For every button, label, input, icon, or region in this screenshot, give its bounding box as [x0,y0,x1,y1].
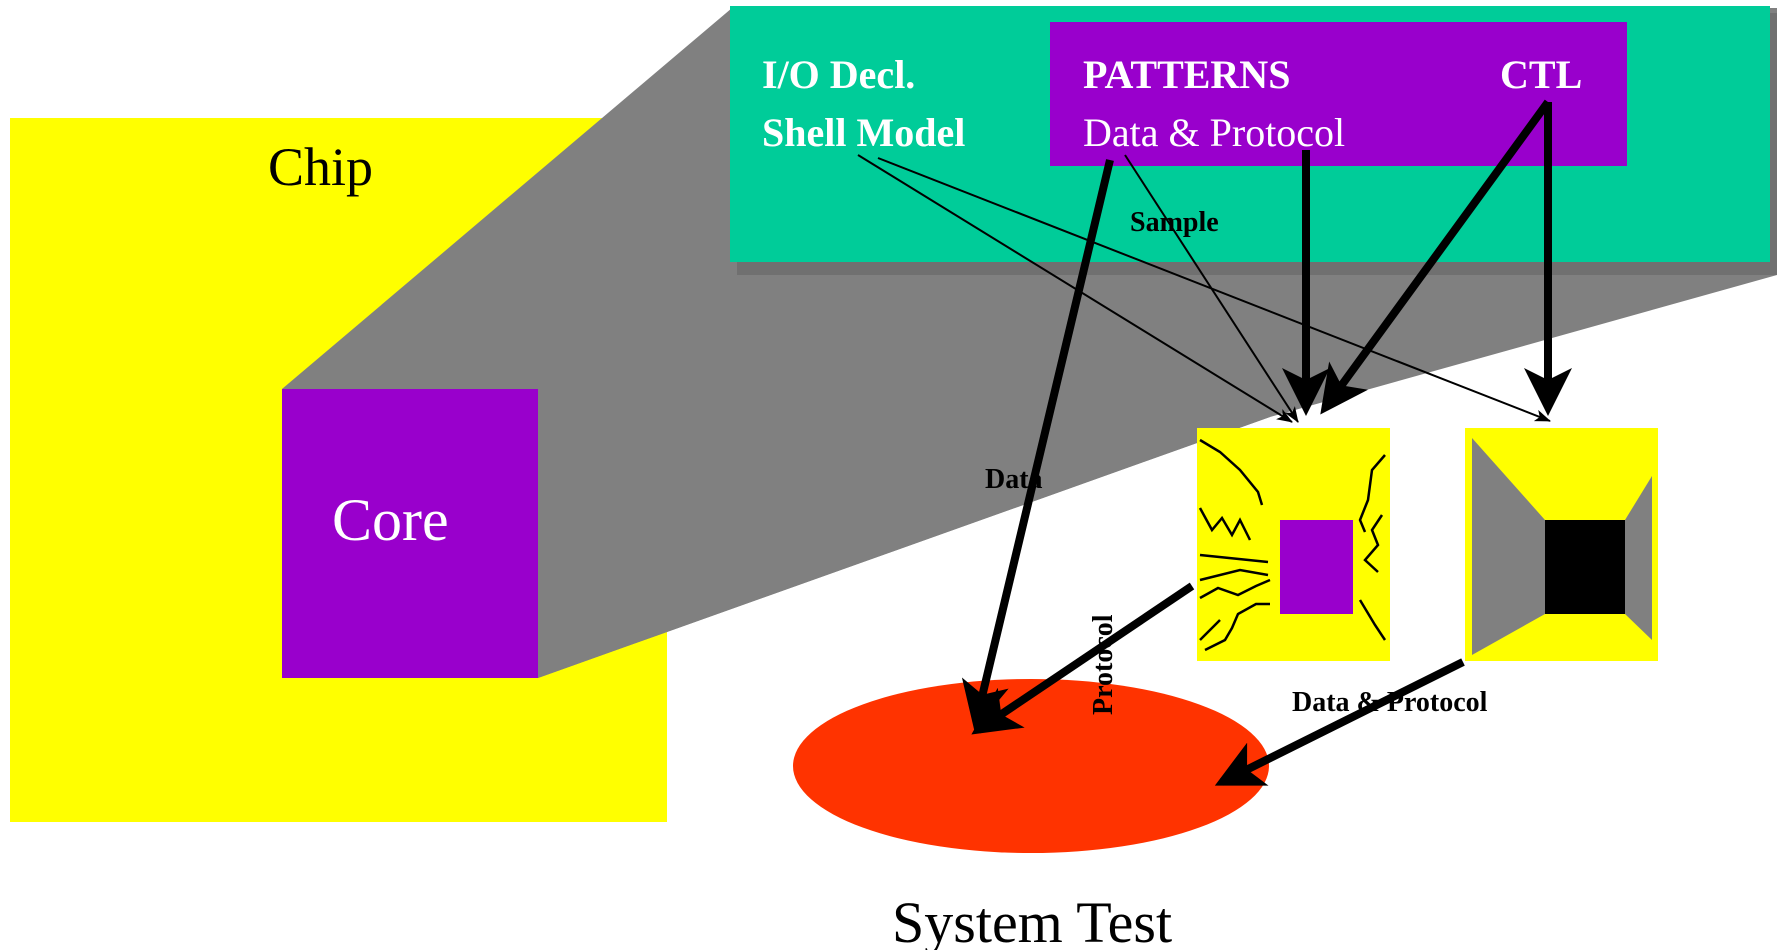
black-core [1545,520,1625,614]
thin-arrows [857,154,1551,423]
thick-arrows [961,99,1572,786]
patterns-box [1050,22,1627,166]
arrow-data [961,159,1114,730]
core-label: Core [332,487,449,553]
patterns-label: PATTERNS [1083,52,1290,97]
system-test-label: System Test [892,890,1172,950]
wrapped-core-purple [1280,520,1353,614]
core-block [282,389,538,678]
wrapped-core-icon [1197,428,1390,661]
chip-label: Chip [268,137,373,197]
io-decl-label: I/O Decl. [762,52,915,97]
shell-model-label: Shell Model [762,110,965,155]
patterns-data-protocol-label: Data & Protocol [1083,110,1345,155]
arrow-protocol [971,582,1195,735]
arrow-data-protocol [1214,658,1465,786]
data-label: Data [985,464,1043,495]
zoom-projection-lower [538,389,1270,678]
data-protocol-bottom-label: Data & Protocol [1292,687,1488,718]
sample-label: Sample [1130,207,1219,238]
black-box-core-icon [1465,428,1658,661]
arrow-ctl-to-wrapped [1320,99,1552,415]
protocol-label: Protocol [1088,614,1119,715]
system-test-ellipse [793,679,1269,853]
ctl-label: CTL [1500,52,1582,97]
